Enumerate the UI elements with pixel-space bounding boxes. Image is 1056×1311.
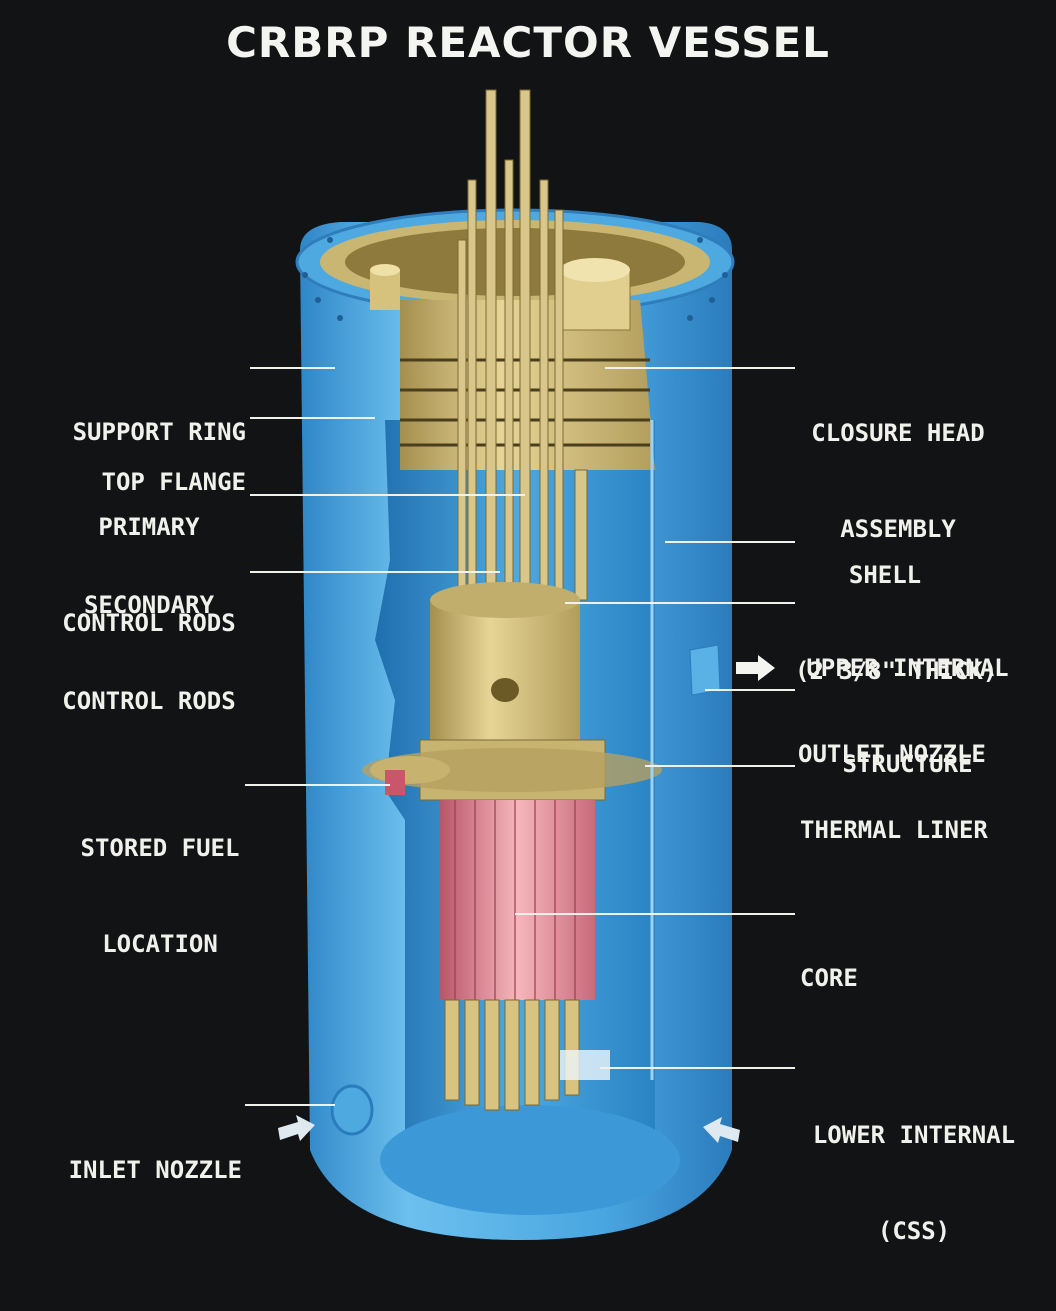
label-line: (CSS) <box>877 1217 951 1245</box>
stored-fuel-ring <box>370 756 450 784</box>
bottom-head <box>380 1105 680 1215</box>
upper-internal-structure <box>430 590 580 740</box>
diagram-title: CRBRP REACTOR VESSEL <box>226 18 830 67</box>
label-line: THERMAL LINER <box>800 816 988 844</box>
label-line: INLET NOZZLE <box>68 1156 242 1184</box>
label-outlet-nozzle: OUTLET NOZZLE <box>798 674 986 834</box>
label-line: UPPER INTERNAL <box>806 654 1009 682</box>
label-line: CLOSURE HEAD <box>811 419 985 447</box>
inlet-nozzle <box>330 1084 374 1136</box>
label-lower-internal: LOWER INTERNAL (CSS) <box>798 1055 1030 1311</box>
label-core: CORE <box>800 898 858 1058</box>
label-thermal-liner: THERMAL LINER <box>800 750 988 910</box>
outlet-flow-arrow <box>736 655 775 681</box>
label-shell: SHELL (2 3/8" THICK) <box>795 495 997 751</box>
label-line: STRUCTURE <box>842 750 973 778</box>
label-line: CONTROL RODS <box>62 687 236 715</box>
label-stored-fuel-location: STORED FUEL LOCATION <box>60 768 260 1024</box>
diagram: CRBRP REACTOR VESSEL <box>20 18 1020 1245</box>
lower-internal <box>444 999 580 1111</box>
label-upper-internal-structure: UPPER INTERNAL STRUCTURE <box>795 588 1020 844</box>
label-line: CORE <box>800 964 858 992</box>
label-line: SHELL <box>848 561 922 589</box>
label-line: PRIMARY <box>98 513 200 541</box>
leader-lines <box>245 367 795 1106</box>
label-inlet-nozzle: INLET NOZZLE <box>20 1090 242 1250</box>
label-top-flange: TOP FLANGE <box>20 402 247 562</box>
label-closure-head-assembly: CLOSURE HEAD ASSEMBLY <box>798 353 998 609</box>
label-line: STORED FUEL <box>80 834 240 862</box>
label-primary-control-rods: PRIMARY CONTROL RODS <box>40 447 258 703</box>
label-line: SUPPORT RING <box>72 418 246 446</box>
label-line: SECONDARY <box>83 591 215 619</box>
label-support-ring: SUPPORT RING <box>20 352 246 512</box>
label-line: CONTROL RODS <box>62 609 236 637</box>
label-line: TOP FLANGE <box>101 468 247 496</box>
label-line: LOWER INTERNAL <box>812 1121 1016 1149</box>
outlet-nozzle <box>689 644 721 696</box>
label-line: ASSEMBLY <box>840 515 956 543</box>
reactor-vessel-illustration <box>245 89 795 1240</box>
inlet-flow-arrow-right <box>703 1117 740 1143</box>
inlet-flow-arrow-left <box>278 1115 315 1141</box>
label-line: LOCATION <box>102 930 218 958</box>
label-secondary-control-rods: SECONDARY CONTROL RODS <box>40 525 258 781</box>
core <box>440 800 595 1000</box>
label-line: OUTLET NOZZLE <box>798 740 986 768</box>
